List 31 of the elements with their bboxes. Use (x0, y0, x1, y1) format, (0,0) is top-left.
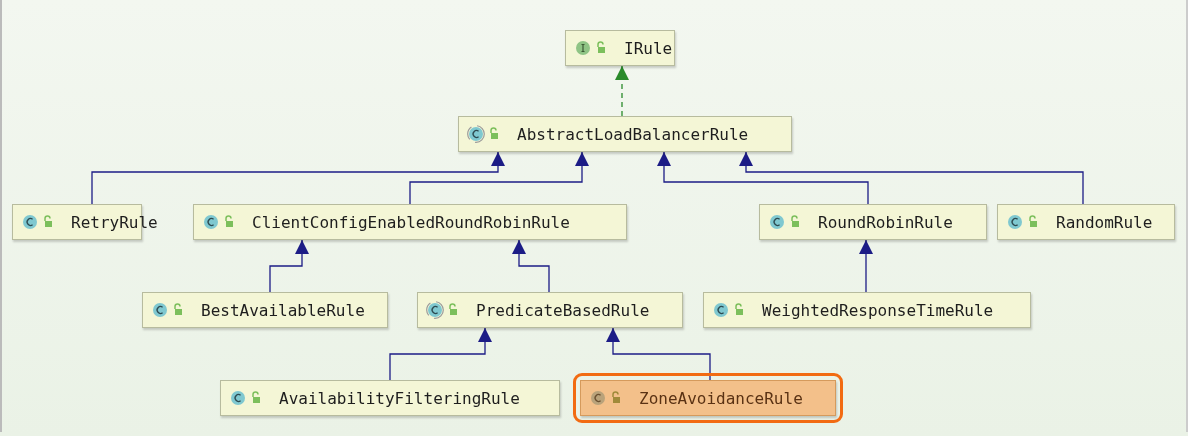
inheritance-arrow (615, 65, 629, 117)
inheritance-arrow (91, 151, 505, 205)
class-box (142, 292, 388, 328)
inheritance-arrow (269, 239, 309, 293)
class-name: ClientConfigEnabledRoundRobinRule (252, 212, 570, 232)
class-name: RandomRule (1056, 212, 1153, 232)
class-box (417, 292, 683, 328)
class-box (193, 204, 627, 240)
class-name: IRule (624, 38, 673, 58)
class-box (703, 292, 1031, 328)
class-name: WeightedResponseTimeRule (762, 300, 994, 320)
class-box (220, 380, 560, 416)
class-box (759, 204, 987, 240)
class-name: RetryRule (71, 212, 158, 232)
inheritance-arrow (859, 239, 873, 293)
inheritance-arrow (512, 239, 550, 293)
inheritance-arrow (739, 151, 1084, 205)
inheritance-arrow (657, 151, 869, 205)
class-name: ZoneAvoidanceRule (639, 388, 803, 408)
inheritance-arrow (389, 327, 492, 381)
class-box (997, 204, 1175, 240)
class-name: RoundRobinRule (818, 212, 953, 232)
class-box (565, 30, 675, 66)
inheritance-arrow (606, 327, 711, 381)
inheritance-arrow (409, 151, 589, 205)
class-name: AvailabilityFilteringRule (279, 388, 520, 408)
class-box (458, 116, 792, 152)
class-name: PredicateBasedRule (476, 300, 650, 320)
class-name: BestAvailableRule (201, 300, 365, 320)
class-name: AbstractLoadBalancerRule (517, 124, 749, 144)
class-box (580, 380, 836, 416)
